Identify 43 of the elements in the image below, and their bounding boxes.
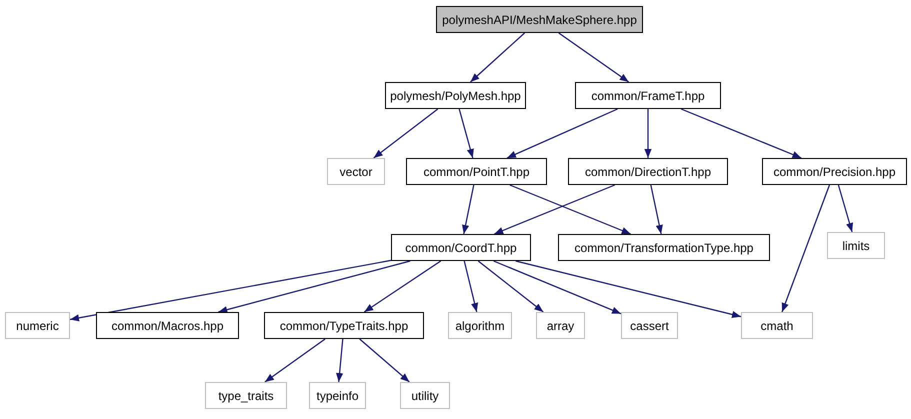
file-box: common/DirectionT.hpp: [568, 158, 728, 185]
system-header-box: cassert: [621, 312, 678, 339]
system-header-box: limits: [827, 232, 885, 259]
system-header-box: cmath: [741, 312, 813, 339]
file-box: common/PointT.hpp: [406, 158, 547, 185]
file-box: common/TypeTraits.hpp: [264, 312, 424, 339]
system-header-box: algorithm: [448, 312, 512, 339]
arrow: [838, 184, 854, 232]
file-box: common/Precision.hpp: [762, 158, 907, 185]
arrow: [494, 184, 616, 235]
file-box: polymesh/PolyMesh.hpp: [385, 82, 526, 109]
arrow: [359, 338, 410, 382]
file-box: common/CoordT.hpp: [391, 234, 531, 261]
system-header-box: vector: [327, 158, 385, 185]
file-box: common/Macros.hpp: [96, 312, 239, 339]
file-box: polymeshAPI/MeshMakeSphere.hpp: [436, 6, 643, 33]
arrow: [510, 184, 631, 235]
arrow: [558, 32, 630, 82]
file-box: common/FrameT.hpp: [575, 82, 721, 109]
arrow: [458, 108, 474, 158]
system-header-box: type_traits: [205, 382, 287, 409]
arrow: [336, 338, 344, 382]
system-header-box: typeinfo: [309, 382, 366, 409]
arrow: [644, 109, 652, 158]
arrow: [650, 184, 663, 234]
system-header-box: utility: [400, 382, 450, 409]
arrow: [264, 338, 326, 382]
arrow: [70, 260, 392, 322]
arrow: [364, 260, 442, 312]
arrow: [218, 260, 410, 314]
system-header-box: array: [536, 312, 585, 339]
arrow: [516, 260, 742, 318]
arrow: [680, 108, 802, 159]
arrow: [462, 184, 474, 234]
arrow: [478, 260, 544, 312]
arrow: [506, 108, 618, 159]
arrow: [373, 108, 438, 158]
system-header-box: numeric: [5, 312, 70, 339]
file-box: common/TransformationType.hpp: [558, 234, 770, 261]
arrow: [493, 260, 622, 314]
arrow: [781, 184, 830, 312]
arrow: [470, 32, 525, 82]
arrow: [464, 260, 478, 312]
